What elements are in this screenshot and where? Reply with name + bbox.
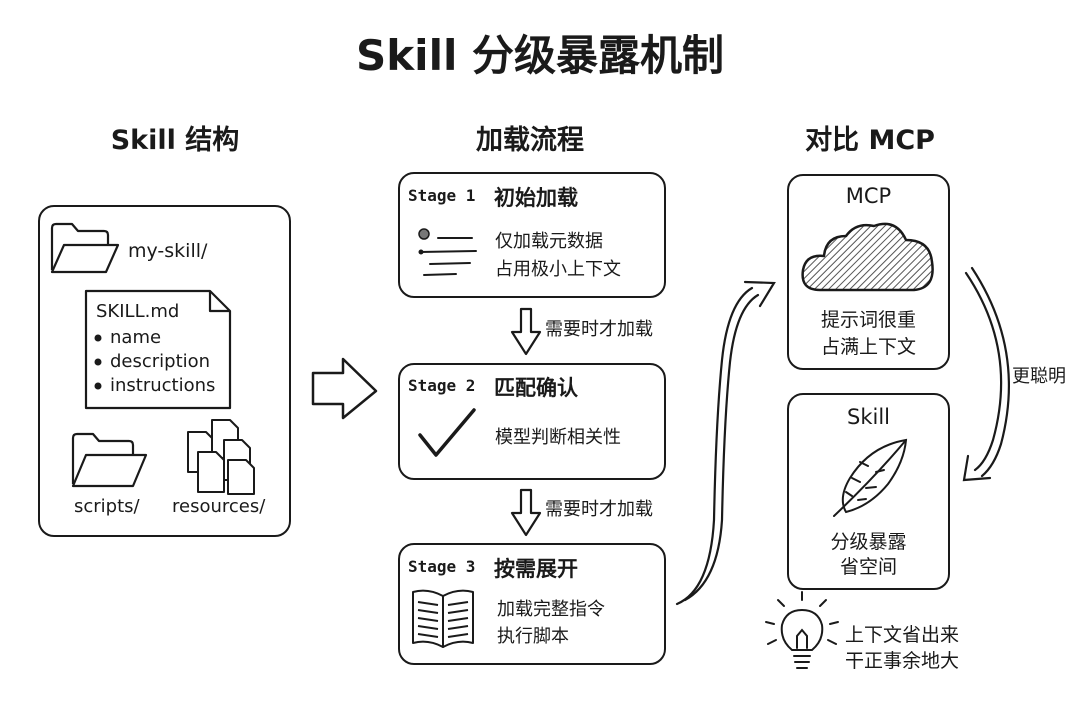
- stage-1-line-2: 占用极小上下文: [495, 259, 621, 280]
- file-name: SKILL.md: [96, 301, 180, 322]
- field-instructions: instructions: [110, 375, 216, 396]
- mcp-label: MCP: [845, 184, 892, 208]
- stage-3-line-1: 加载完整指令: [497, 599, 605, 620]
- skill-line-2: 省空间: [839, 556, 897, 578]
- curved-down-arrow-icon: [962, 266, 1010, 482]
- tip-line-1: 上下文省出来: [845, 624, 960, 646]
- open-book-icon: [412, 589, 474, 648]
- tip-line-2: 干正事余地大: [845, 650, 960, 672]
- scripts-folder-icon: [71, 432, 148, 488]
- stage-3-name: 按需展开: [494, 557, 578, 581]
- smarter-label: 更聪明: [1012, 366, 1066, 387]
- document-icon: [84, 289, 232, 410]
- curved-up-arrow-icon: [675, 280, 776, 606]
- flow-column-title: 加载流程: [476, 125, 584, 156]
- cloud-icon: [801, 222, 934, 292]
- down-arrow-icon-1: [510, 307, 542, 356]
- stage-3-tag: Stage 3: [408, 557, 476, 576]
- field-name: name: [110, 327, 162, 348]
- page-title: Skill 分级暴露机制: [356, 31, 724, 80]
- checkmark-icon: [418, 408, 476, 457]
- scripts-label: scripts/: [74, 496, 140, 517]
- stage-2-card: [398, 363, 666, 480]
- connector-label-2: 需要时才加载: [545, 499, 653, 520]
- stage-1-name: 初始加载: [494, 186, 578, 210]
- resources-files-icon: [187, 419, 255, 495]
- metadata-list-icon: [418, 228, 477, 276]
- down-arrow-icon-2: [510, 488, 542, 537]
- skill-line-1: 分级暴露: [830, 531, 907, 553]
- skill-card: [787, 393, 950, 590]
- mcp-line-1: 提示词很重: [820, 309, 916, 331]
- stage-1-tag: Stage 1: [408, 186, 476, 205]
- structure-column-title: Skill 结构: [110, 125, 240, 156]
- stage-2-tag: Stage 2: [408, 376, 476, 395]
- light-bulb-icon: [765, 591, 839, 669]
- skill-label: Skill: [847, 405, 890, 429]
- stage-1-line-1: 仅加载元数据: [495, 231, 603, 252]
- stage-2-line-1: 模型判断相关性: [495, 427, 621, 448]
- field-description: description: [110, 351, 211, 372]
- stage-1-card: [398, 172, 666, 298]
- stage-3-line-2: 执行脚本: [497, 626, 569, 647]
- compare-column-title: 对比 MCP: [805, 125, 935, 156]
- right-arrow-icon: [311, 357, 378, 420]
- resources-label: resources/: [172, 496, 266, 517]
- folder-label: my-skill/: [128, 240, 208, 262]
- connector-label-1: 需要时才加载: [545, 319, 653, 340]
- field-bullets: [94, 334, 102, 390]
- feather-icon: [833, 438, 908, 517]
- mcp-line-2: 占满上下文: [820, 336, 916, 358]
- folder-icon: [50, 222, 120, 274]
- stage-2-name: 匹配确认: [494, 376, 578, 400]
